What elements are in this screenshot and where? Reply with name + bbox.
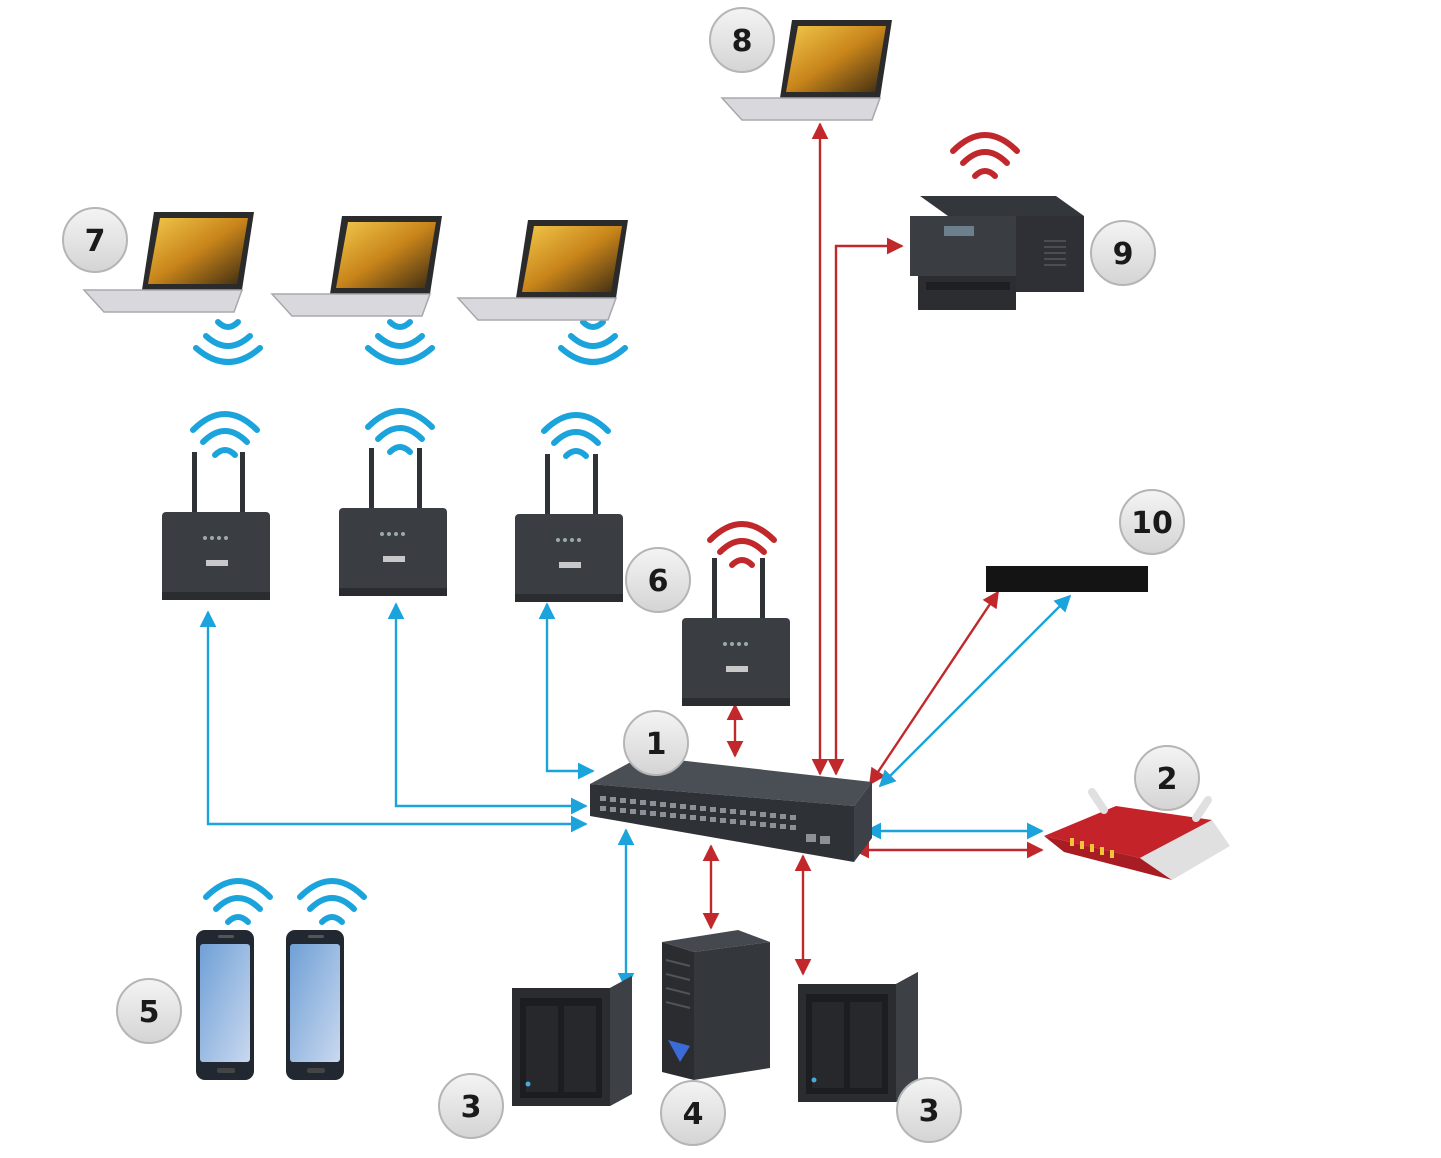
wifi-icon	[365, 408, 435, 455]
access-point-icon	[515, 454, 623, 602]
printer-icon	[910, 196, 1084, 310]
laptop-icon	[457, 219, 629, 321]
badge-laptops-wifi-number: 7	[85, 224, 106, 259]
badge-printer: 9	[1090, 220, 1156, 286]
smartphone-icon	[196, 930, 254, 1080]
wifi-icon	[558, 319, 628, 365]
router-icon	[1044, 788, 1230, 880]
badge-nas-left-number: 3	[461, 1090, 482, 1125]
ap7c-switch-link	[538, 602, 595, 780]
badge-laptops-wifi: 7	[62, 207, 128, 273]
nas-icon	[512, 976, 632, 1106]
ap7b-switch-link	[387, 602, 588, 815]
access-point-icon	[682, 558, 790, 706]
badge-pc-number: 4	[683, 1097, 704, 1132]
badge-router: 2	[1134, 745, 1200, 811]
badge-pc: 4	[660, 1080, 726, 1146]
wifi-icon	[541, 412, 611, 459]
badge-nas-right-number: 3	[919, 1094, 940, 1129]
wifi-icon	[950, 132, 1020, 179]
badge-nas-right: 3	[896, 1077, 962, 1143]
badge-switch-number: 1	[646, 727, 667, 762]
wifi-icon	[203, 878, 273, 925]
badge-printer-number: 9	[1113, 237, 1134, 272]
badge-ap-main: 6	[625, 547, 691, 613]
badge-nas-left: 3	[438, 1073, 504, 1139]
bar-switch-link-blue	[878, 594, 1072, 788]
wifi-icon	[707, 521, 777, 568]
printer-switch-link	[827, 237, 904, 776]
wifi-icon	[297, 878, 367, 925]
desktop-tower-icon	[662, 930, 770, 1080]
badge-switch: 1	[623, 710, 689, 776]
badge-laptop-wired-number: 8	[732, 24, 753, 59]
badge-phones-number: 5	[139, 995, 160, 1030]
badge-laptop-wired: 8	[709, 7, 775, 73]
badge-router-number: 2	[1157, 762, 1178, 797]
badge-bar-device: 10	[1119, 489, 1185, 555]
laptop-icon	[271, 215, 443, 317]
badge-phones: 5	[116, 978, 182, 1044]
smartphone-icon	[286, 930, 344, 1080]
access-point-icon	[162, 452, 270, 600]
network-switch-icon	[590, 756, 872, 862]
badge-bar-device-number: 10	[1131, 506, 1173, 541]
access-point-icon	[339, 448, 447, 596]
rack-device-icon	[986, 566, 1148, 592]
wifi-icon	[190, 411, 260, 458]
badge-ap-main-number: 6	[648, 564, 669, 599]
wifi-icon	[193, 319, 263, 365]
nas-icon	[798, 972, 918, 1102]
wifi-icon	[365, 319, 435, 365]
ap7a-switch-link	[199, 610, 588, 833]
